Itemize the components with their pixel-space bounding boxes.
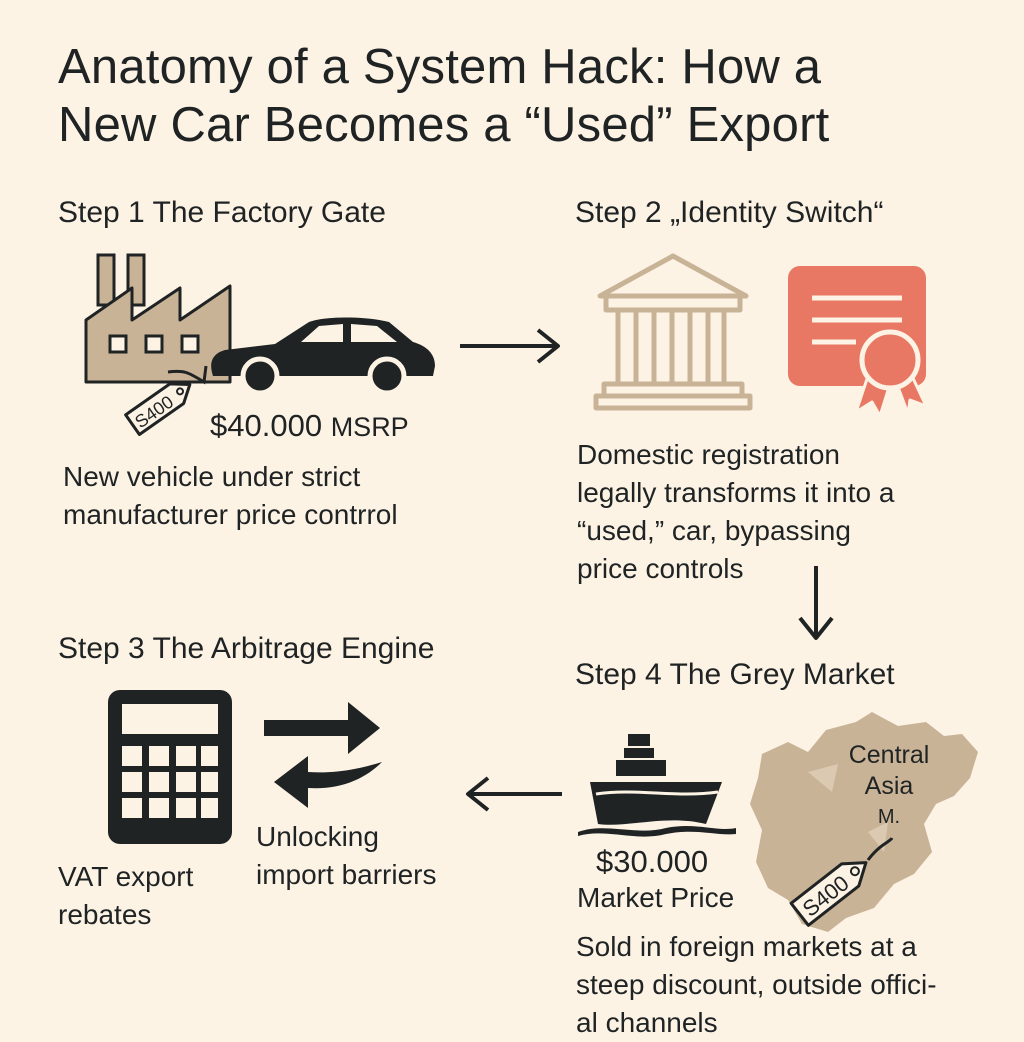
step-1-heading: Step 1 The Factory Gate (58, 196, 386, 229)
step-3-heading: Step 3 The Arbitrage Engine (58, 632, 435, 665)
map-label-line: Central (848, 741, 930, 769)
desc-line: Sold in foreign markets at a (576, 931, 917, 962)
desc-line: manufacturer price contrrol (63, 499, 398, 530)
calculator-icon (108, 690, 232, 844)
price-tag-icon: S400 (789, 837, 894, 927)
desc-line: legally transforms it into a (577, 477, 895, 508)
desc-line: VAT export (58, 861, 194, 892)
map-label-line: Asia (864, 772, 914, 800)
market-price-caption: Market Price (577, 882, 735, 913)
arrow-right-icon (460, 328, 560, 364)
map-label: Central Asia M. (844, 740, 934, 833)
title-line-2: New Car Becomes a “Used” Export (58, 98, 830, 152)
step-4-description: Sold in foreign markets at a steep disco… (576, 928, 937, 1042)
step-4-heading: Step 4 The Grey Market (575, 658, 895, 691)
car-icon (211, 317, 435, 396)
msrp-suffix: MSRP (330, 412, 409, 442)
map-label-line: M. (877, 806, 901, 828)
step-1-description: New vehicle under strict manufacturer pr… (63, 458, 398, 534)
step-3-right-description: Unlocking import barriers (256, 818, 436, 894)
arrow-left-icon (466, 776, 562, 812)
map-icon (750, 712, 978, 932)
msrp-value: $40.000 (210, 408, 323, 443)
step-3-left-description: VAT export rebates (58, 858, 193, 934)
arrow-down-icon (798, 566, 834, 640)
government-building-icon (593, 253, 753, 411)
price-tag-icon: S400 (124, 365, 208, 436)
desc-line: Unlocking (256, 821, 379, 852)
desc-line: steep discount, outside offici- (576, 969, 937, 1000)
step-2-description: Domestic registration legally transforms… (577, 436, 894, 588)
desc-line: price controls (577, 553, 744, 584)
market-price-value: $30.000 (596, 844, 709, 879)
desc-line: al channels (576, 1007, 718, 1038)
exchange-arrows-icon (264, 702, 382, 808)
desc-line: Domestic registration (577, 439, 840, 470)
step-1-price: $40.000 MSRP (210, 408, 409, 444)
desc-line: “used,” car, bypassing (577, 515, 851, 546)
certificate-icon (788, 266, 928, 418)
cargo-ship-icon (578, 734, 736, 837)
step-2-heading: Step 2 „Identity Switch“ (575, 196, 884, 229)
desc-line: New vehicle under strict (63, 461, 361, 492)
desc-line: rebates (58, 899, 152, 930)
title-line-1: Anatomy of a System Hack: How a (58, 40, 822, 94)
page-title: Anatomy of a System Hack: How a New Car … (58, 38, 978, 154)
desc-line: import barriers (256, 859, 437, 890)
